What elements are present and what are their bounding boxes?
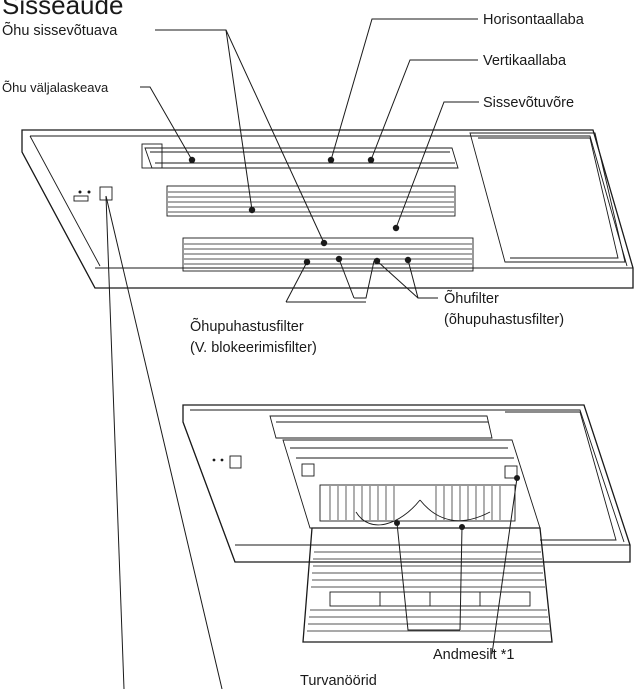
upper-unit	[21, 129, 634, 289]
label-horisontaallaba: Horisontaallaba	[483, 12, 585, 28]
label-vertikaallaba: Vertikaallaba	[483, 53, 567, 69]
label-ohufilter: Õhufilter	[444, 290, 499, 307]
lower-unit	[182, 404, 631, 643]
label-ohufilter-sub: (õhupuhastusfilter)	[444, 312, 564, 328]
label-ohupuhastusfilter-sub: (V. blokeerimisfilter)	[190, 340, 317, 356]
label-sissevotuvore: Sissevõtuvõre	[483, 95, 574, 111]
label-ohupuhastusfilter: Õhupuhastusfilter	[190, 318, 304, 335]
leader-lines	[105, 18, 479, 689]
labels: Horisontaallaba Õhu sissevõtuava Vertika…	[2, 12, 585, 689]
label-ohu-valjalaskeava: Õhu väljalaskeava	[2, 80, 109, 95]
lower-leader-lines	[396, 477, 518, 655]
label-andmesilt: Andmesilt *1	[433, 647, 514, 663]
label-ohu-sissevotuava: Õhu sissevõtuava	[2, 22, 118, 39]
label-turvanoorid: Turvanöörid	[300, 673, 377, 689]
page-heading: Sisseaude	[2, 0, 123, 20]
